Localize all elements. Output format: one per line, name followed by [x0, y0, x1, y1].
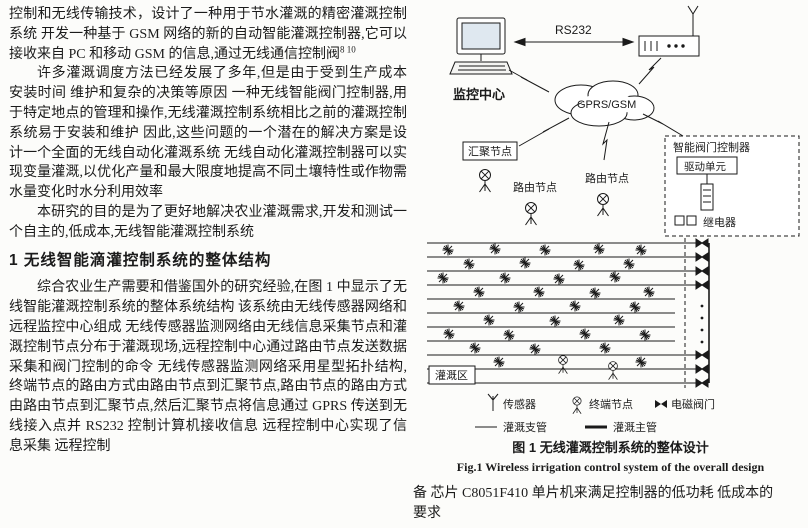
rs232-label: RS232 — [555, 23, 592, 37]
paragraph-3: 本研究的目的是为了更好地解决农业灌溉需求,开发和测试一个自主的,低成本,无线智能… — [9, 204, 407, 240]
legend-main-pipe-label: 灌溉主管 — [613, 420, 657, 434]
paragraph-2: 许多灌溉调度方法已经发展了多年,但是由于受到生产成本 安装时间 维护和复杂的决策… — [9, 66, 407, 201]
route-node-2-label: 路由节点 — [585, 171, 629, 185]
smart-valve-controller-label: 智能阀门控制器 — [673, 140, 750, 154]
legend-branch-pipe-label: 灌溉支管 — [503, 420, 547, 434]
figure-1: 监控中心 RS232 — [413, 0, 808, 436]
route-node-1-label: 路由节点 — [513, 180, 557, 194]
route-node-2-antenna-icon — [597, 193, 609, 217]
left-text-column: 控制和无线传输技术，设计了一种用于节水灌溉的精密灌溉控制系统 开发一种基于 GS… — [9, 5, 407, 457]
rs232-link-arrow — [513, 37, 635, 47]
legend-sensor-label: 传感器 — [503, 398, 536, 411]
field-sensor-icons — [437, 243, 655, 368]
field-terminal-antenna-icon — [608, 361, 618, 381]
smart-valve-controller-box — [664, 135, 800, 237]
paragraph-1-text: 控制和无线传输技术，设计了一种用于节水灌溉的精密灌溉控制系统 开发一种基于 GS… — [9, 7, 407, 62]
legend-sensor-icon — [487, 393, 499, 412]
sink-antenna-icon — [479, 169, 491, 193]
route-node-1-antenna-icon — [525, 202, 537, 226]
legend-valve-icon — [655, 400, 667, 408]
gprs-gsm-label: GPRS/GSM — [577, 99, 636, 111]
sink-node-box — [462, 141, 518, 161]
monitoring-center-label: 监控中心 — [453, 87, 505, 102]
legend-terminal-label: 终端节点 — [589, 397, 633, 411]
paragraph-1: 控制和无线传输技术，设计了一种用于节水灌溉的精密灌溉控制系统 开发一种基于 GS… — [9, 5, 407, 64]
legend-terminal-antenna-icon — [572, 396, 582, 415]
legend-valve-label: 电磁阀门 — [671, 397, 715, 411]
section-1-heading: 1 无线智能滴灌控制系统的整体结构 — [9, 251, 272, 269]
citation-ref: 8 10 — [339, 43, 356, 54]
sink-node-label: 汇聚节点 — [468, 145, 512, 158]
right-column-line-1: 备 芯片 C8051F410 单片机来满足控制器的低功耗 低成本的 — [413, 486, 774, 501]
field-terminal-antenna-icon — [558, 355, 568, 375]
irrigation-area-box — [428, 365, 476, 385]
irrigation-area-label: 灌溉区 — [435, 369, 468, 382]
relay-label: 继电器 — [703, 216, 736, 229]
right-figure-column: 监控中心 RS232 — [413, 0, 808, 524]
paragraph-4: 综合农业生产需要和借鉴国外的研究经验,在图 1 中显示了无线智能灌溉控制系统的整… — [9, 280, 407, 454]
drive-unit-label: 驱动单元 — [684, 161, 726, 173]
right-column-line-2: 要求 — [413, 506, 441, 521]
modem-icon — [638, 5, 700, 57]
wireless-links — [508, 57, 684, 161]
main-pipe-and-valves — [675, 238, 710, 388]
figure-caption-en: Fig.1 Wireless irrigation control system… — [456, 460, 765, 474]
figure-caption-cn: 图 1 无线灌溉控制系统的整体设计 — [512, 440, 709, 455]
figure-1-diagram: 监控中心 RS232 — [427, 5, 800, 434]
right-column-body-text: 备 芯片 C8051F410 单片机来满足控制器的低功耗 低成本的要求 — [413, 484, 803, 524]
monitor-computer-icon — [449, 17, 513, 75]
